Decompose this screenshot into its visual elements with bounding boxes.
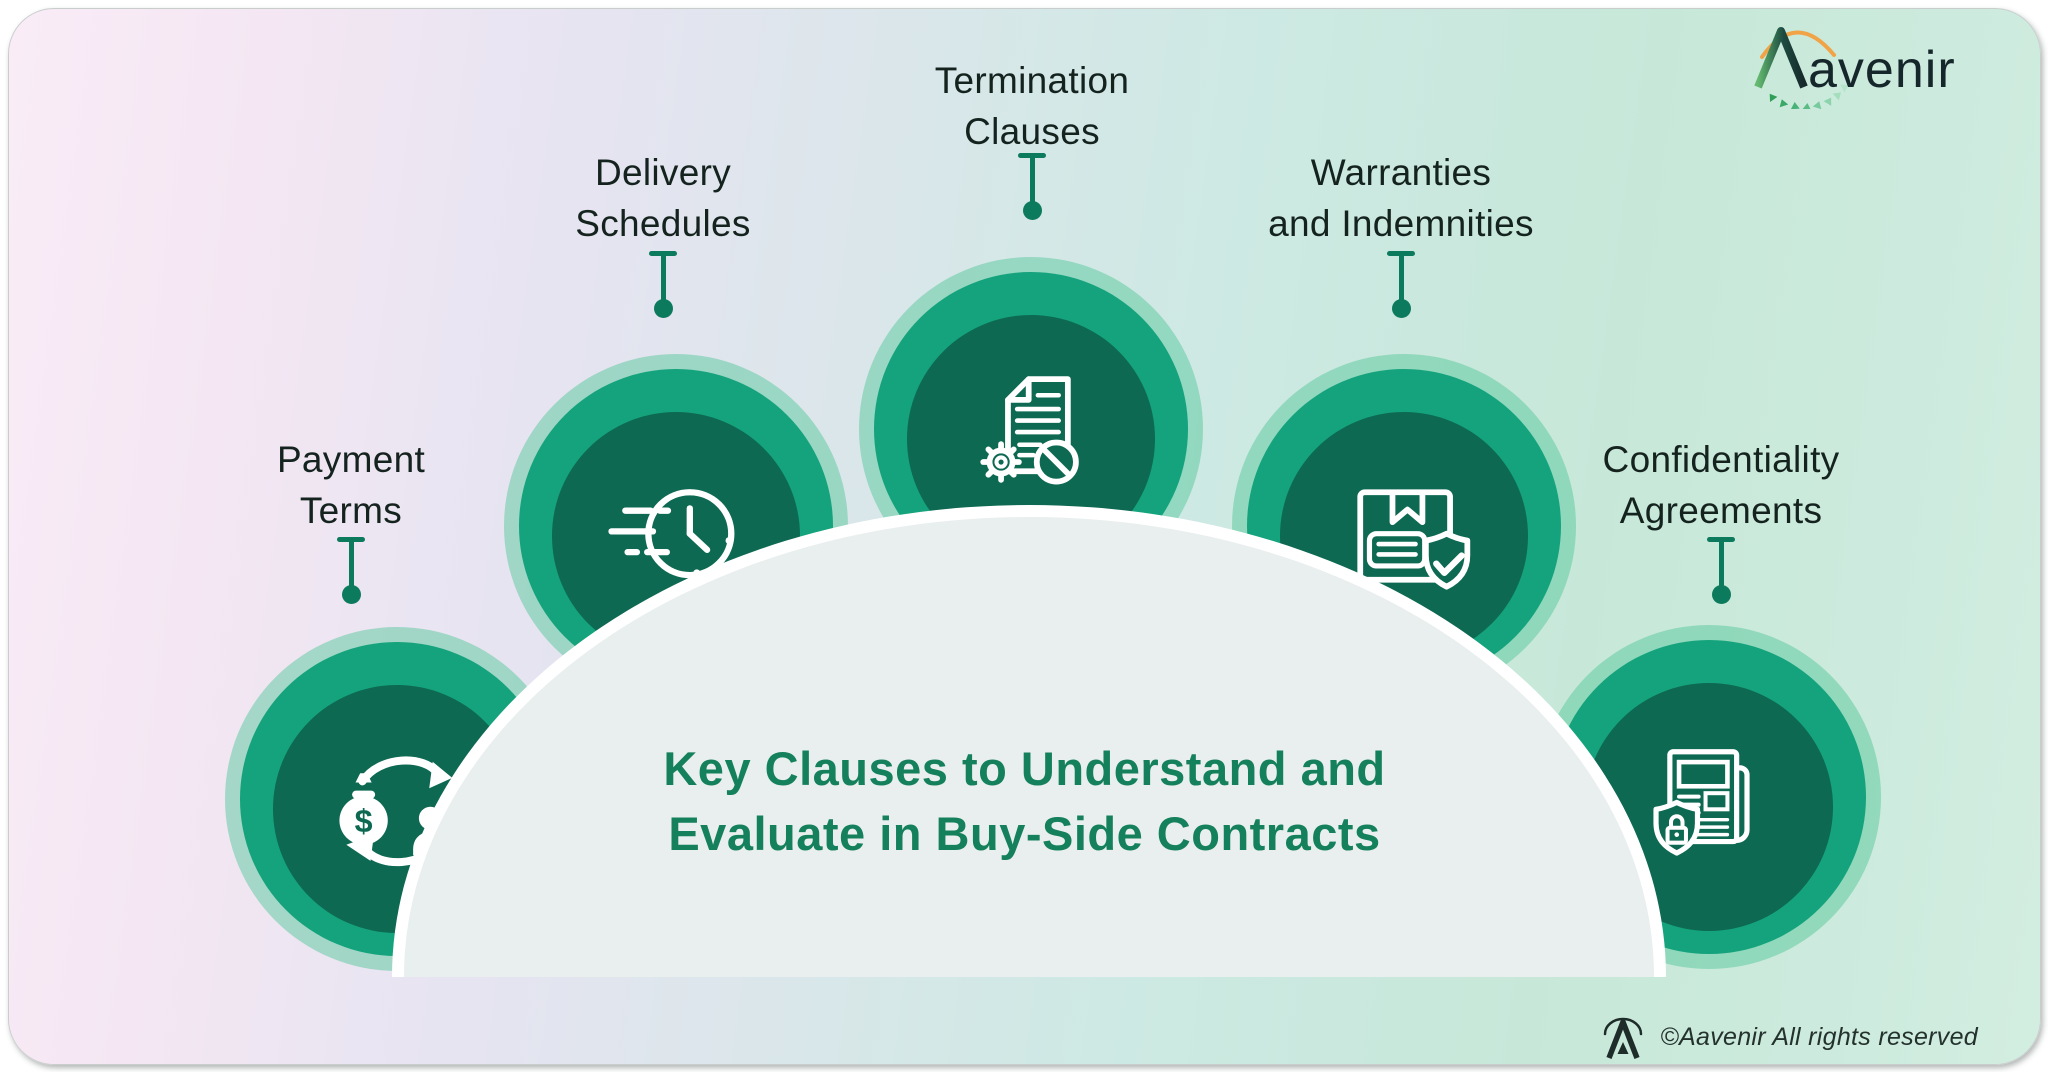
label-confidentiality-agreements: Confidentiality Agreements <box>1602 439 1840 531</box>
connector-confidentiality-agreements <box>1707 537 1735 604</box>
footer-lambda-icon <box>1604 1017 1643 1059</box>
logo-orange-arc <box>1760 30 1836 59</box>
page-title: Key Clauses to Understand and Evaluate i… <box>9 736 2040 866</box>
title-line-1: Key Clauses to Understand and <box>663 742 1386 795</box>
connector-delivery-schedules <box>649 251 677 318</box>
logo-triangle-dots <box>1769 84 1849 111</box>
title-line-2: Evaluate in Buy-Side Contracts <box>668 807 1381 860</box>
newspaper-lock-icon <box>1653 749 1750 856</box>
connector-payment-terms <box>337 537 365 604</box>
fast-clock-icon <box>608 489 735 579</box>
copyright-text: ©Aavenir All rights reserved <box>1660 1022 1978 1051</box>
logo-lambda-mark <box>1754 27 1808 89</box>
label-payment-terms: Payment Terms <box>276 439 426 531</box>
footer: ©Aavenir All rights reserved <box>1598 1011 1978 1063</box>
package-shield-icon <box>1357 489 1471 590</box>
terminated-document-icon <box>980 376 1079 485</box>
label-delivery-schedules: Delivery Schedules <box>575 152 751 244</box>
label-termination-clauses: Termination Clauses <box>934 60 1130 152</box>
connector-termination-clauses <box>1018 153 1046 220</box>
aavenir-logo: avenir <box>1752 17 1972 114</box>
label-warranties-indemnities: Warranties and Indemnities <box>1268 152 1534 244</box>
aavenir-logo-graphic: avenir <box>1754 27 1956 111</box>
infographic-card: $ <box>8 8 2041 1065</box>
logo-wordmark: avenir <box>1808 41 1956 99</box>
svg-text:$: $ <box>355 803 373 839</box>
connector-warranties-indemnities <box>1387 251 1415 318</box>
